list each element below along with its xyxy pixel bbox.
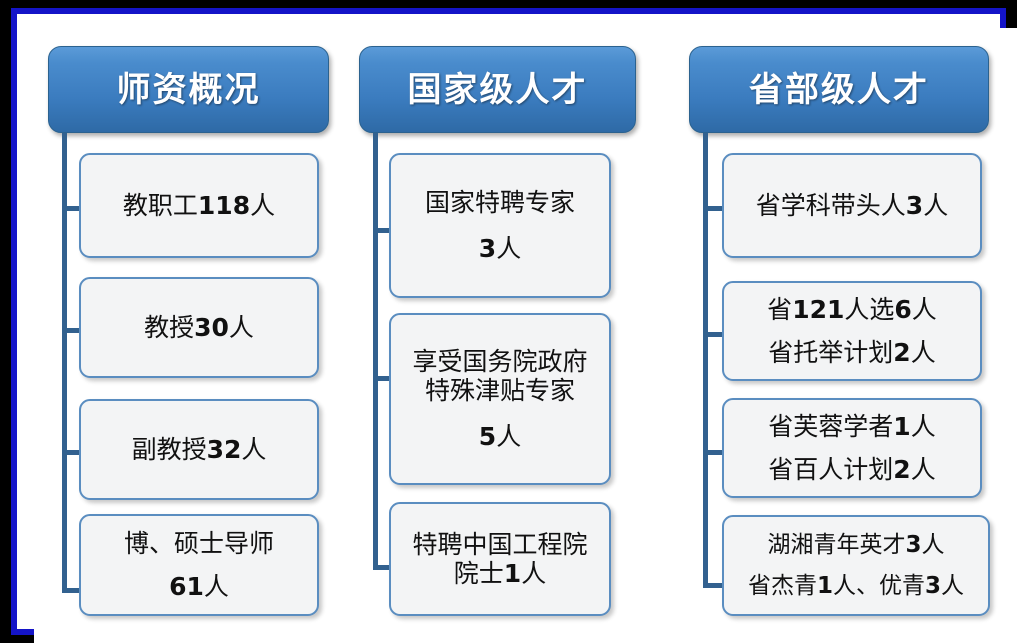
node-associate-professors[interactable]: 副教授32人: [79, 399, 319, 500]
connector-trunk: [703, 133, 708, 588]
diagram-canvas: 师资概况 教职工118人 教授30人 副教授32人 博、硕士导师: [34, 28, 1017, 643]
node-line: 省杰青1人、优青3人: [747, 572, 965, 599]
node-provincial-discipline-leaders[interactable]: 省学科带头人3人: [722, 153, 982, 258]
node-faculty-staff[interactable]: 教职工118人: [79, 153, 319, 258]
header-label: 省部级人才: [749, 69, 929, 110]
node-huxiang-youth-and-outstanding-youth[interactable]: 湖湘青年英才3人 省杰青1人、优青3人: [722, 515, 990, 616]
node-line: 特聘中国工程院: [412, 530, 588, 559]
node-national-distinguished-experts[interactable]: 国家特聘专家 3人: [389, 153, 611, 298]
node-line: 教职工118人: [122, 191, 276, 220]
node-line: 特殊津贴专家: [424, 376, 575, 405]
node-line: 省芙蓉学者1人: [768, 412, 936, 441]
blue-border: 师资概况 教职工118人 教授30人 副教授32人 博、硕士导师: [11, 8, 1017, 643]
connector-trunk: [373, 133, 378, 570]
column-provincial-ministerial-talent: 省部级人才 省学科带头人3人 省121人选6人 省托举计划2人 省芙蓉学者1人 …: [667, 28, 1017, 643]
header-label: 师资概况: [116, 69, 261, 110]
node-state-council-allowance-experts[interactable]: 享受国务院政府 特殊津贴专家 5人: [389, 313, 611, 485]
header-teaching-staff-overview[interactable]: 师资概况: [48, 46, 329, 133]
node-line: 享受国务院政府: [412, 347, 588, 376]
node-doctoral-masters-supervisors[interactable]: 博、硕士导师 61人: [79, 514, 319, 616]
node-line: 3人: [478, 234, 522, 263]
node-line: 61人: [169, 572, 229, 601]
header-label: 国家级人才: [407, 69, 588, 110]
node-furong-scholar-and-hundred-plan[interactable]: 省芙蓉学者1人 省百人计划2人: [722, 398, 982, 498]
column-national-level-talent: 国家级人才 国家特聘专家 3人 享受国务院政府 特殊津贴专家 5人 特聘中国工程…: [347, 28, 667, 643]
connector-trunk: [62, 133, 67, 593]
node-line: 湖湘青年英才3人: [767, 531, 945, 558]
node-line: 博、硕士导师: [123, 529, 274, 558]
node-cae-academician[interactable]: 特聘中国工程院 院士1人: [389, 502, 611, 616]
column-teaching-staff-overview: 师资概况 教职工118人 教授30人 副教授32人 博、硕士导师: [34, 28, 347, 643]
node-line: 院士1人: [453, 559, 547, 588]
node-line: 省百人计划2人: [768, 455, 936, 484]
node-line: 5人: [478, 422, 522, 451]
node-professors[interactable]: 教授30人: [79, 277, 319, 378]
node-line: 教授30人: [144, 313, 254, 342]
header-provincial-ministerial-talent[interactable]: 省部级人才: [689, 46, 989, 133]
node-line: 国家特聘专家: [424, 188, 575, 217]
header-national-level-talent[interactable]: 国家级人才: [359, 46, 636, 133]
node-provincial-121-and-support-plan[interactable]: 省121人选6人 省托举计划2人: [722, 281, 982, 381]
node-line: 省托举计划2人: [768, 338, 936, 367]
node-line: 省学科带头人3人: [755, 191, 949, 220]
node-line: 省121人选6人: [767, 295, 937, 324]
node-line: 副教授32人: [131, 435, 267, 464]
